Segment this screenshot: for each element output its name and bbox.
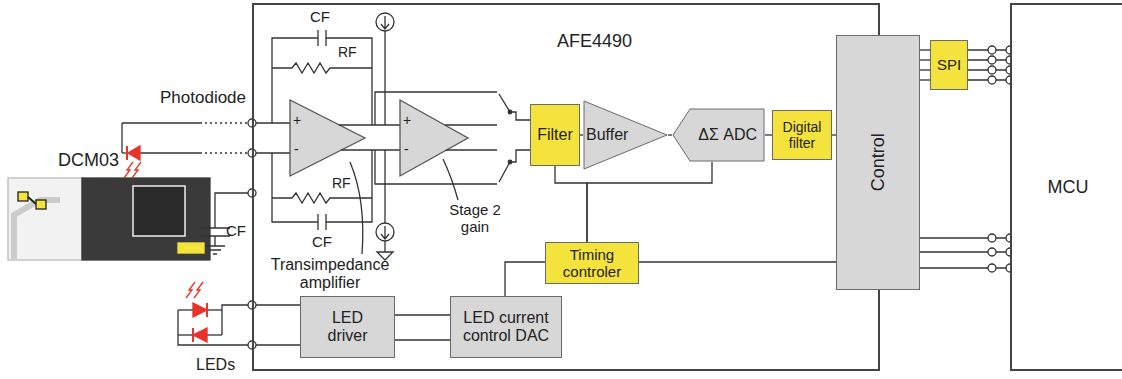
component-label: CF — [310, 8, 330, 25]
component-label: RF — [332, 175, 351, 191]
node-text: ΔΣ ADC — [698, 126, 757, 144]
node-text: Filter — [537, 126, 573, 144]
connector-line — [920, 59, 930, 60]
connector-line — [395, 339, 450, 340]
part-name: LEDs — [196, 356, 235, 374]
filter-block: Filter — [530, 104, 580, 166]
connector — [555, 166, 587, 242]
connector — [968, 50, 1010, 80]
connector — [668, 135, 672, 136]
control-block: Control — [836, 35, 920, 290]
connector — [765, 135, 772, 136]
node-text: Digital filter — [773, 119, 831, 151]
buffer-amplifier: Buffer — [583, 100, 668, 170]
connector-line — [920, 79, 930, 80]
node-text: AFE4490 — [557, 31, 632, 52]
spi-block: SPI — [930, 40, 968, 90]
node-text: Buffer — [586, 126, 628, 144]
connector-line — [765, 134, 772, 135]
signal-name: Photodiode — [160, 88, 246, 108]
connector-line — [920, 49, 930, 50]
node-text: Control — [868, 133, 889, 191]
callout-label: Stage 2 gain — [440, 201, 510, 236]
node-text: MCU — [1048, 177, 1089, 198]
connector — [920, 50, 930, 80]
led-dac-block: LED current control DAC — [450, 296, 562, 358]
node-text: Timing controler — [546, 246, 638, 281]
connector — [920, 238, 1010, 268]
component-label: CF — [226, 222, 246, 239]
connector — [639, 262, 836, 263]
connector-line — [505, 262, 545, 296]
node-text: LED driver — [318, 309, 378, 346]
connector-line — [587, 162, 712, 242]
component-label: CF — [312, 233, 332, 250]
connector-line — [668, 134, 672, 135]
timing-controller-block: Timing controler — [545, 242, 639, 284]
connector — [395, 315, 450, 340]
node-text: LED current control DAC — [456, 309, 556, 346]
connector-line — [395, 314, 450, 315]
connector-line — [920, 69, 930, 70]
component-label: RF — [338, 44, 357, 60]
mcu-block: MCU — [1010, 3, 1122, 371]
pin-sign: + — [293, 112, 301, 128]
connector — [587, 162, 712, 242]
led-driver-block: LED driver — [300, 296, 395, 358]
callout-label: Transimpedance amplifier — [250, 256, 410, 293]
connector-line — [639, 261, 836, 262]
part-name: DCM03 — [58, 150, 119, 171]
adc-block: ΔΣ ADC — [672, 108, 765, 162]
connector-line — [555, 166, 587, 242]
digital-filter-block: Digital filter — [772, 110, 832, 160]
node-text: SPI — [937, 56, 961, 73]
connector — [580, 135, 583, 136]
connector-line — [580, 134, 583, 135]
pin-sign: - — [404, 141, 409, 157]
pin-sign: + — [403, 112, 411, 128]
connector — [505, 262, 545, 296]
pin-sign: - — [294, 141, 299, 157]
